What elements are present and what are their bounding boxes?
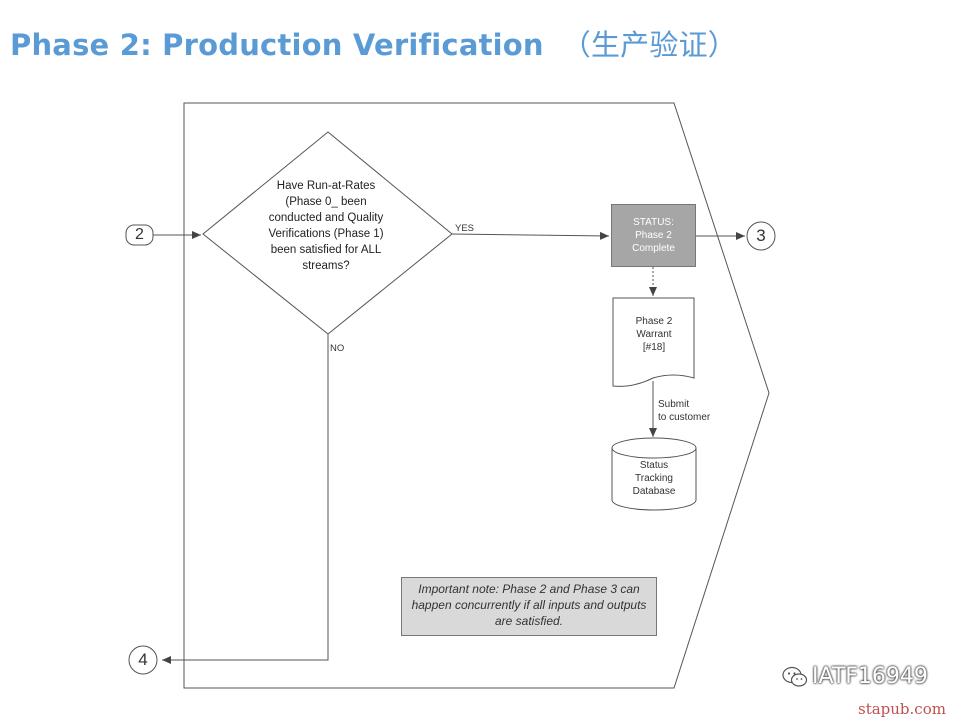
connector-3-shape bbox=[746, 221, 776, 251]
submit-line-1: Submit bbox=[658, 399, 690, 410]
submit-line-2: to customer bbox=[658, 412, 711, 423]
database-top bbox=[611, 437, 697, 459]
warrant-document bbox=[612, 297, 695, 387]
database-text: Status Tracking Database bbox=[612, 459, 696, 498]
warrant-line-3: [#18] bbox=[642, 342, 666, 353]
status-box: STATUS: Phase 2 Complete bbox=[611, 204, 696, 267]
page-title-main: Phase 2: Production Verification bbox=[10, 28, 544, 62]
status-line-1: STATUS: bbox=[633, 217, 674, 228]
no-label: NO bbox=[330, 343, 345, 354]
connector-3-label: 3 bbox=[756, 226, 766, 245]
phase-frame bbox=[183, 102, 770, 689]
wechat-icon bbox=[782, 666, 808, 687]
database-line-3: Database bbox=[632, 486, 676, 497]
connector-4-shape bbox=[128, 645, 158, 675]
important-note: Important note: Phase 2 and Phase 3 can … bbox=[401, 577, 657, 636]
watermark-site: stapub.com bbox=[858, 700, 946, 718]
connector-4-label: 4 bbox=[138, 650, 148, 669]
status-line-2: Phase 2 bbox=[635, 230, 672, 241]
warrant-line-1: Phase 2 bbox=[635, 316, 673, 327]
status-line-3: Complete bbox=[632, 243, 675, 254]
decision-text: Have Run-at-Rates (Phase 0_ been conduct… bbox=[268, 180, 384, 272]
database-line-1: Status bbox=[639, 460, 669, 471]
connector-2-label: 2 bbox=[135, 226, 144, 243]
watermark: IATF16949 bbox=[782, 664, 928, 689]
page-title-chinese: （生产验证） bbox=[561, 28, 737, 62]
warrant-line-2: Warrant bbox=[636, 329, 672, 340]
warrant-text: Phase 2 Warrant [#18] bbox=[614, 315, 694, 354]
page-title: Phase 2: Production Verification （生产验证） bbox=[10, 22, 737, 64]
submit-label: Submit to customer bbox=[658, 398, 710, 424]
arrow-no bbox=[162, 334, 329, 664]
database-cylinder bbox=[611, 448, 697, 511]
database-line-2: Tracking bbox=[635, 473, 673, 484]
watermark-account: IATF16949 bbox=[812, 664, 928, 689]
arrow-yes bbox=[451, 231, 610, 240]
yes-label: YES bbox=[455, 223, 475, 234]
